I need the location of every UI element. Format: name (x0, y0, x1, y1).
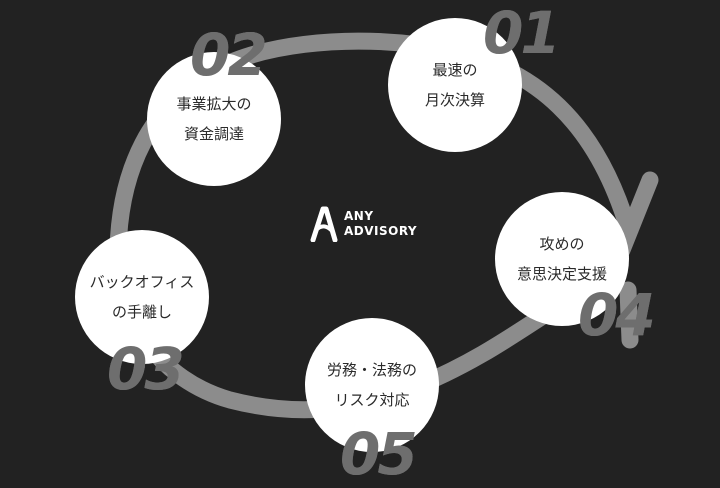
step-circle-02: 事業拡大の 資金調達 (147, 52, 281, 186)
step-circle-05: 労務・法務の リスク対応 (305, 318, 439, 452)
step-01-line2: 月次決算 (424, 91, 485, 109)
step-05-line1: 労務・法務の (326, 361, 417, 379)
step-circle-03: バックオフィス の手離し (75, 230, 209, 364)
step-circle-04: 攻めの 意思決定支援 (495, 192, 629, 326)
step-number-04-front: 04 (578, 281, 656, 349)
brand-name-line2: ADVISORY (344, 224, 418, 238)
step-number-02-front: 02 (190, 21, 268, 89)
step-number-05-front: 05 (340, 420, 418, 488)
brand-name-line1: ANY (344, 209, 374, 223)
step-05-line2: リスク対応 (334, 391, 410, 409)
brand-logo: ANY ADVISORY (310, 206, 417, 242)
step-03-line1: バックオフィス (89, 273, 195, 291)
step-number-01-front: 01 (483, 0, 558, 67)
step-03-line2: の手離し (111, 303, 172, 321)
step-04-line2: 意思決定支援 (516, 265, 607, 283)
step-02-line1: 事業拡大の (176, 95, 252, 113)
step-04-line1: 攻めの (539, 235, 585, 253)
step-circle-01: 最速の 月次決算 (388, 18, 522, 152)
step-01-line1: 最速の (432, 61, 478, 79)
step-number-03-front: 03 (107, 335, 185, 403)
a-logo-icon (310, 206, 338, 242)
step-02-line2: 資金調達 (183, 125, 244, 143)
